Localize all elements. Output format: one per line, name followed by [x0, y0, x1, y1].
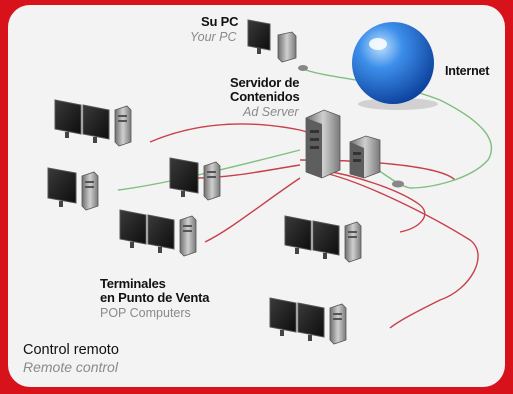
network-diagram — [47, 19, 493, 345]
pop-station-2 — [47, 167, 99, 211]
pop-station-5 — [284, 215, 362, 263]
pop-station-1 — [54, 99, 132, 147]
pop-station-3 — [169, 157, 221, 201]
ad-server-label: Ad Server — [243, 105, 299, 119]
servidor-label-line1: Servidor de — [230, 75, 300, 90]
ad-server-node — [305, 109, 404, 188]
internet-label: Internet — [445, 64, 490, 78]
terminales-label-line1: Terminales — [100, 276, 166, 291]
pop-station-6 — [269, 297, 347, 345]
remote-control-label: Remote control — [23, 359, 118, 375]
su-pc-label: Su PC — [201, 14, 239, 29]
your-pc-node — [247, 19, 308, 71]
internet-globe-icon — [352, 22, 438, 110]
your-pc-label: Your PC — [190, 30, 237, 44]
terminales-label-line2: en Punto de Venta — [100, 290, 210, 305]
servidor-label-line2: Contenidos — [230, 89, 300, 104]
pop-computers-label: POP Computers — [100, 306, 191, 320]
diagram-panel — [8, 5, 505, 387]
pop-station-4 — [119, 209, 197, 257]
control-remoto-label: Control remoto — [23, 342, 119, 358]
